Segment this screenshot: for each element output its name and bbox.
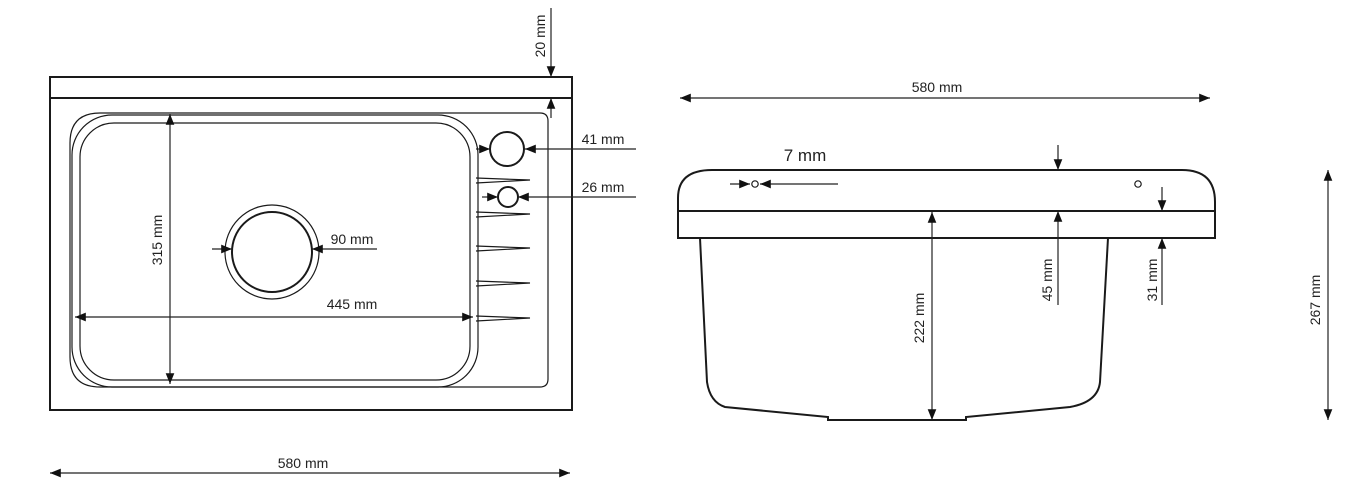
drainboard-panel xyxy=(69,112,549,388)
dim-drain: 90 mm xyxy=(331,231,374,247)
bowl-profile xyxy=(699,237,1109,421)
tap-hole-small xyxy=(497,186,519,208)
dim-slab-height: 45 mm xyxy=(1039,259,1055,302)
sink-outline xyxy=(49,76,573,411)
dim-front-edge: 31 mm xyxy=(1144,259,1160,302)
overflow-hole-left xyxy=(751,180,759,188)
side-view: 580 mm 7 mm 222 mm 45 mm 31 mm 267 mm xyxy=(677,79,1333,421)
dim-overall-width-side: 580 mm xyxy=(912,79,963,95)
overflow-hole-right xyxy=(1134,180,1142,188)
dim-tap-hole-large: 41 mm xyxy=(582,131,625,147)
drain-outer xyxy=(224,204,320,300)
dim-overall-height: 267 mm xyxy=(1307,275,1323,326)
dim-bowl-depth: 222 mm xyxy=(911,293,927,344)
dim-overall-width-top: 580 mm xyxy=(278,455,329,471)
dim-bowl-length: 315 mm xyxy=(149,215,165,266)
bowl-outer xyxy=(71,114,479,388)
bowl-inner xyxy=(79,122,471,381)
drain-ribs xyxy=(475,177,531,322)
dim-bowl-width: 445 mm xyxy=(327,296,378,312)
drain-inner xyxy=(231,211,313,293)
tap-hole-large xyxy=(489,131,525,167)
dim-tap-hole-small: 26 mm xyxy=(582,179,625,195)
dim-hole-size: 7 mm xyxy=(784,146,827,165)
dim-rim-depth: 20 mm xyxy=(532,15,548,58)
top-view: 20 mm 41 mm 26 mm 90 mm 445 mm 315 mm 58… xyxy=(49,8,636,478)
sink-slab xyxy=(677,169,1216,239)
